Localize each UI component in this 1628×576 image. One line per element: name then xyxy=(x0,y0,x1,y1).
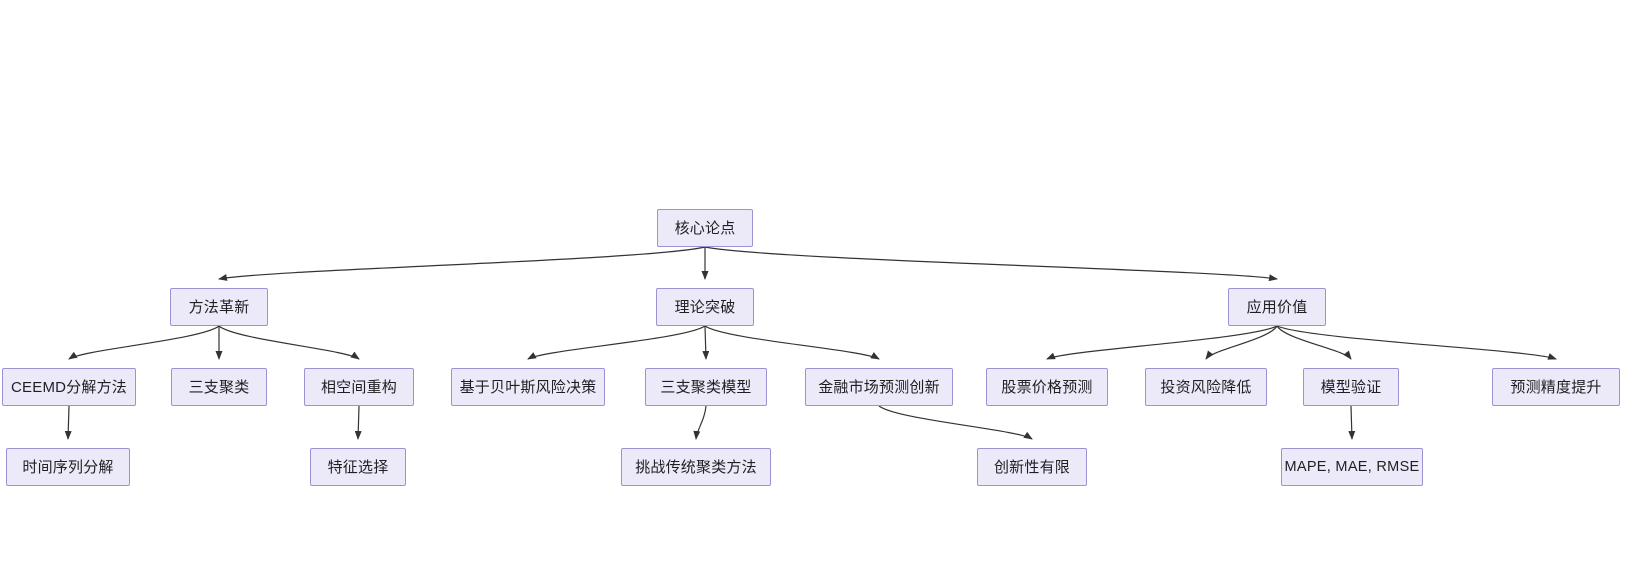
edge-l1a-to-l2a xyxy=(68,325,220,360)
node-l1a[interactable]: 方法革新 xyxy=(170,288,268,326)
edge-l2a-to-l3a xyxy=(64,405,72,440)
node-l3b[interactable]: 特征选择 xyxy=(310,448,406,486)
edge-l1b-to-l2d xyxy=(527,325,706,360)
node-l3e[interactable]: MAPE, MAE, RMSE xyxy=(1281,448,1423,486)
edge-l1c-to-l2i xyxy=(1276,325,1352,360)
edge-l1c-to-l2g xyxy=(1046,325,1278,360)
node-l2i[interactable]: 模型验证 xyxy=(1303,368,1399,406)
node-l2e[interactable]: 三支聚类模型 xyxy=(645,368,767,406)
node-root[interactable]: 核心论点 xyxy=(657,209,753,247)
node-l2a[interactable]: CEEMD分解方法 xyxy=(2,368,136,406)
node-l1b[interactable]: 理论突破 xyxy=(656,288,754,326)
node-l2d[interactable]: 基于贝叶斯风险决策 xyxy=(451,368,605,406)
node-l3c[interactable]: 挑战传统聚类方法 xyxy=(621,448,771,486)
edge-l2e-to-l3c xyxy=(693,405,707,440)
node-l3a[interactable]: 时间序列分解 xyxy=(6,448,130,486)
node-l2b[interactable]: 三支聚类 xyxy=(171,368,267,406)
node-l2h[interactable]: 投资风险降低 xyxy=(1145,368,1267,406)
node-l2c[interactable]: 相空间重构 xyxy=(304,368,414,406)
node-l2g[interactable]: 股票价格预测 xyxy=(986,368,1108,406)
edge-l1a-to-l2c xyxy=(218,325,360,360)
edge-root-to-l1a xyxy=(218,246,706,281)
node-l2j[interactable]: 预测精度提升 xyxy=(1492,368,1620,406)
edge-l1b-to-l2f xyxy=(704,325,880,360)
edge-l2f-to-l3d xyxy=(878,405,1033,440)
edge-root-to-l1c xyxy=(704,246,1278,282)
node-l1c[interactable]: 应用价值 xyxy=(1228,288,1326,326)
edge-l1b-to-l2e xyxy=(702,325,710,360)
edge-l1c-to-l2j xyxy=(1276,325,1557,360)
edge-l2c-to-l3b xyxy=(354,405,362,440)
edge-l1c-to-l2h xyxy=(1205,325,1278,360)
edge-l2i-to-l3e xyxy=(1348,405,1356,440)
node-l3d[interactable]: 创新性有限 xyxy=(977,448,1087,486)
node-l2f[interactable]: 金融市场预测创新 xyxy=(805,368,953,406)
